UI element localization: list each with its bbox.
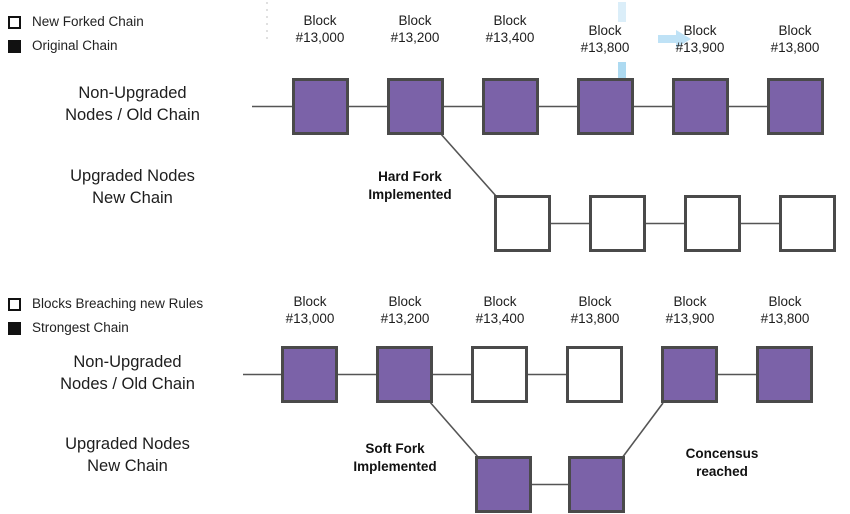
caption-line2: #13,800	[570, 311, 620, 327]
block-caption: Block #13,000	[275, 12, 365, 47]
soft-fork-note: Soft Fork Implemented	[340, 440, 450, 475]
note-line2: Implemented	[368, 186, 452, 202]
block-caption: Block #13,000	[265, 293, 355, 328]
block-node[interactable]	[281, 346, 338, 403]
caption-line1: Block	[293, 294, 327, 309]
caption-line1: Block	[493, 13, 527, 28]
block-node[interactable]	[767, 78, 824, 135]
block-node[interactable]	[589, 195, 646, 252]
row-label-line1: Upgraded Nodes	[65, 435, 190, 453]
block-node[interactable]	[475, 456, 532, 513]
caption-line2: #13,900	[675, 40, 725, 56]
caption-line1: Block	[398, 13, 432, 28]
soft-fork-legend: Blocks Breaching new Rules Strongest Cha…	[8, 294, 203, 342]
caption-line1: Block	[303, 13, 337, 28]
legend-swatch-filled-icon	[8, 321, 21, 335]
block-node[interactable]	[566, 346, 623, 403]
legend-swatch-hollow-icon	[8, 15, 21, 29]
note-line1: Soft Fork	[365, 441, 425, 456]
legend-label: Strongest Chain	[32, 320, 129, 336]
block-node[interactable]	[376, 346, 433, 403]
block-caption: Block #13,200	[370, 12, 460, 47]
block-node[interactable]	[292, 78, 349, 135]
block-caption: Block #13,800	[750, 22, 840, 57]
caption-line1: Block	[778, 23, 812, 38]
note-line1: Concensus	[685, 446, 759, 461]
caption-line1: Block	[673, 294, 707, 309]
caption-line2: #13,400	[475, 311, 525, 327]
caption-line1: Block	[588, 23, 622, 38]
caption-line2: #13,900	[665, 311, 715, 327]
block-node[interactable]	[577, 78, 634, 135]
caption-line1: Block	[483, 294, 517, 309]
block-node[interactable]	[471, 346, 528, 403]
caption-line1: Block	[578, 294, 612, 309]
caption-line2: #13,400	[485, 30, 535, 46]
row-label-non-upgraded-top: Non-Upgraded Nodes / Old Chain	[25, 83, 240, 127]
legend-item: Original Chain	[8, 36, 144, 56]
legend-item: Blocks Breaching new Rules	[8, 294, 203, 314]
hard-fork-legend: New Forked Chain Original Chain	[8, 12, 144, 60]
caption-line2: #13,200	[390, 30, 440, 46]
caption-line1: Block	[768, 294, 802, 309]
legend-item: Strongest Chain	[8, 318, 203, 338]
block-node[interactable]	[387, 78, 444, 135]
legend-label: Original Chain	[32, 38, 118, 54]
caption-line2: #13,800	[580, 40, 630, 56]
row-label-line2: New Chain	[87, 456, 168, 475]
row-label-upgraded-bottom: Upgraded Nodes New Chain	[20, 434, 235, 478]
block-caption: Block #13,900	[655, 22, 745, 57]
caption-line2: #13,800	[760, 311, 810, 327]
caption-line1: Block	[683, 23, 717, 38]
row-label-line1: Non-Upgraded	[78, 84, 187, 102]
note-line1: Hard Fork	[378, 169, 442, 184]
block-node[interactable]	[779, 195, 836, 252]
block-node[interactable]	[672, 78, 729, 135]
block-caption: Block #13,900	[645, 293, 735, 328]
consensus-note: Concensus reached	[652, 445, 792, 480]
block-caption: Block #13,400	[465, 12, 555, 47]
legend-label: Blocks Breaching new Rules	[32, 296, 204, 312]
caption-line2: #13,000	[285, 311, 335, 327]
legend-item: New Forked Chain	[8, 12, 144, 32]
legend-label: New Forked Chain	[32, 14, 144, 30]
block-caption: Block #13,800	[560, 22, 650, 57]
caption-line2: #13,000	[295, 30, 345, 46]
note-line2: reached	[696, 463, 748, 479]
row-label-line1: Non-Upgraded	[73, 353, 182, 371]
block-caption: Block #13,200	[360, 293, 450, 328]
block-node[interactable]	[494, 195, 551, 252]
block-caption: Block #13,800	[740, 293, 830, 328]
caption-line2: #13,800	[770, 40, 820, 56]
block-node[interactable]	[756, 346, 813, 403]
note-line2: Implemented	[353, 458, 437, 474]
caption-line1: Block	[388, 294, 422, 309]
block-node[interactable]	[482, 78, 539, 135]
block-node[interactable]	[568, 456, 625, 513]
row-label-line1: Upgraded Nodes	[70, 167, 195, 185]
block-node[interactable]	[661, 346, 718, 403]
hard-fork-note: Hard Fork Implemented	[360, 168, 460, 203]
block-caption: Block #13,400	[455, 293, 545, 328]
row-label-line2: Nodes / Old Chain	[60, 374, 195, 393]
row-label-line2: Nodes / Old Chain	[65, 105, 200, 124]
row-label-upgraded-top: Upgraded Nodes New Chain	[25, 166, 240, 210]
legend-swatch-hollow-icon	[8, 297, 21, 311]
block-node[interactable]	[684, 195, 741, 252]
block-caption: Block #13,800	[550, 293, 640, 328]
legend-swatch-filled-icon	[8, 39, 21, 53]
row-label-line2: New Chain	[92, 188, 173, 207]
row-label-non-upgraded-bottom: Non-Upgraded Nodes / Old Chain	[20, 352, 235, 396]
caption-line2: #13,200	[380, 311, 430, 327]
